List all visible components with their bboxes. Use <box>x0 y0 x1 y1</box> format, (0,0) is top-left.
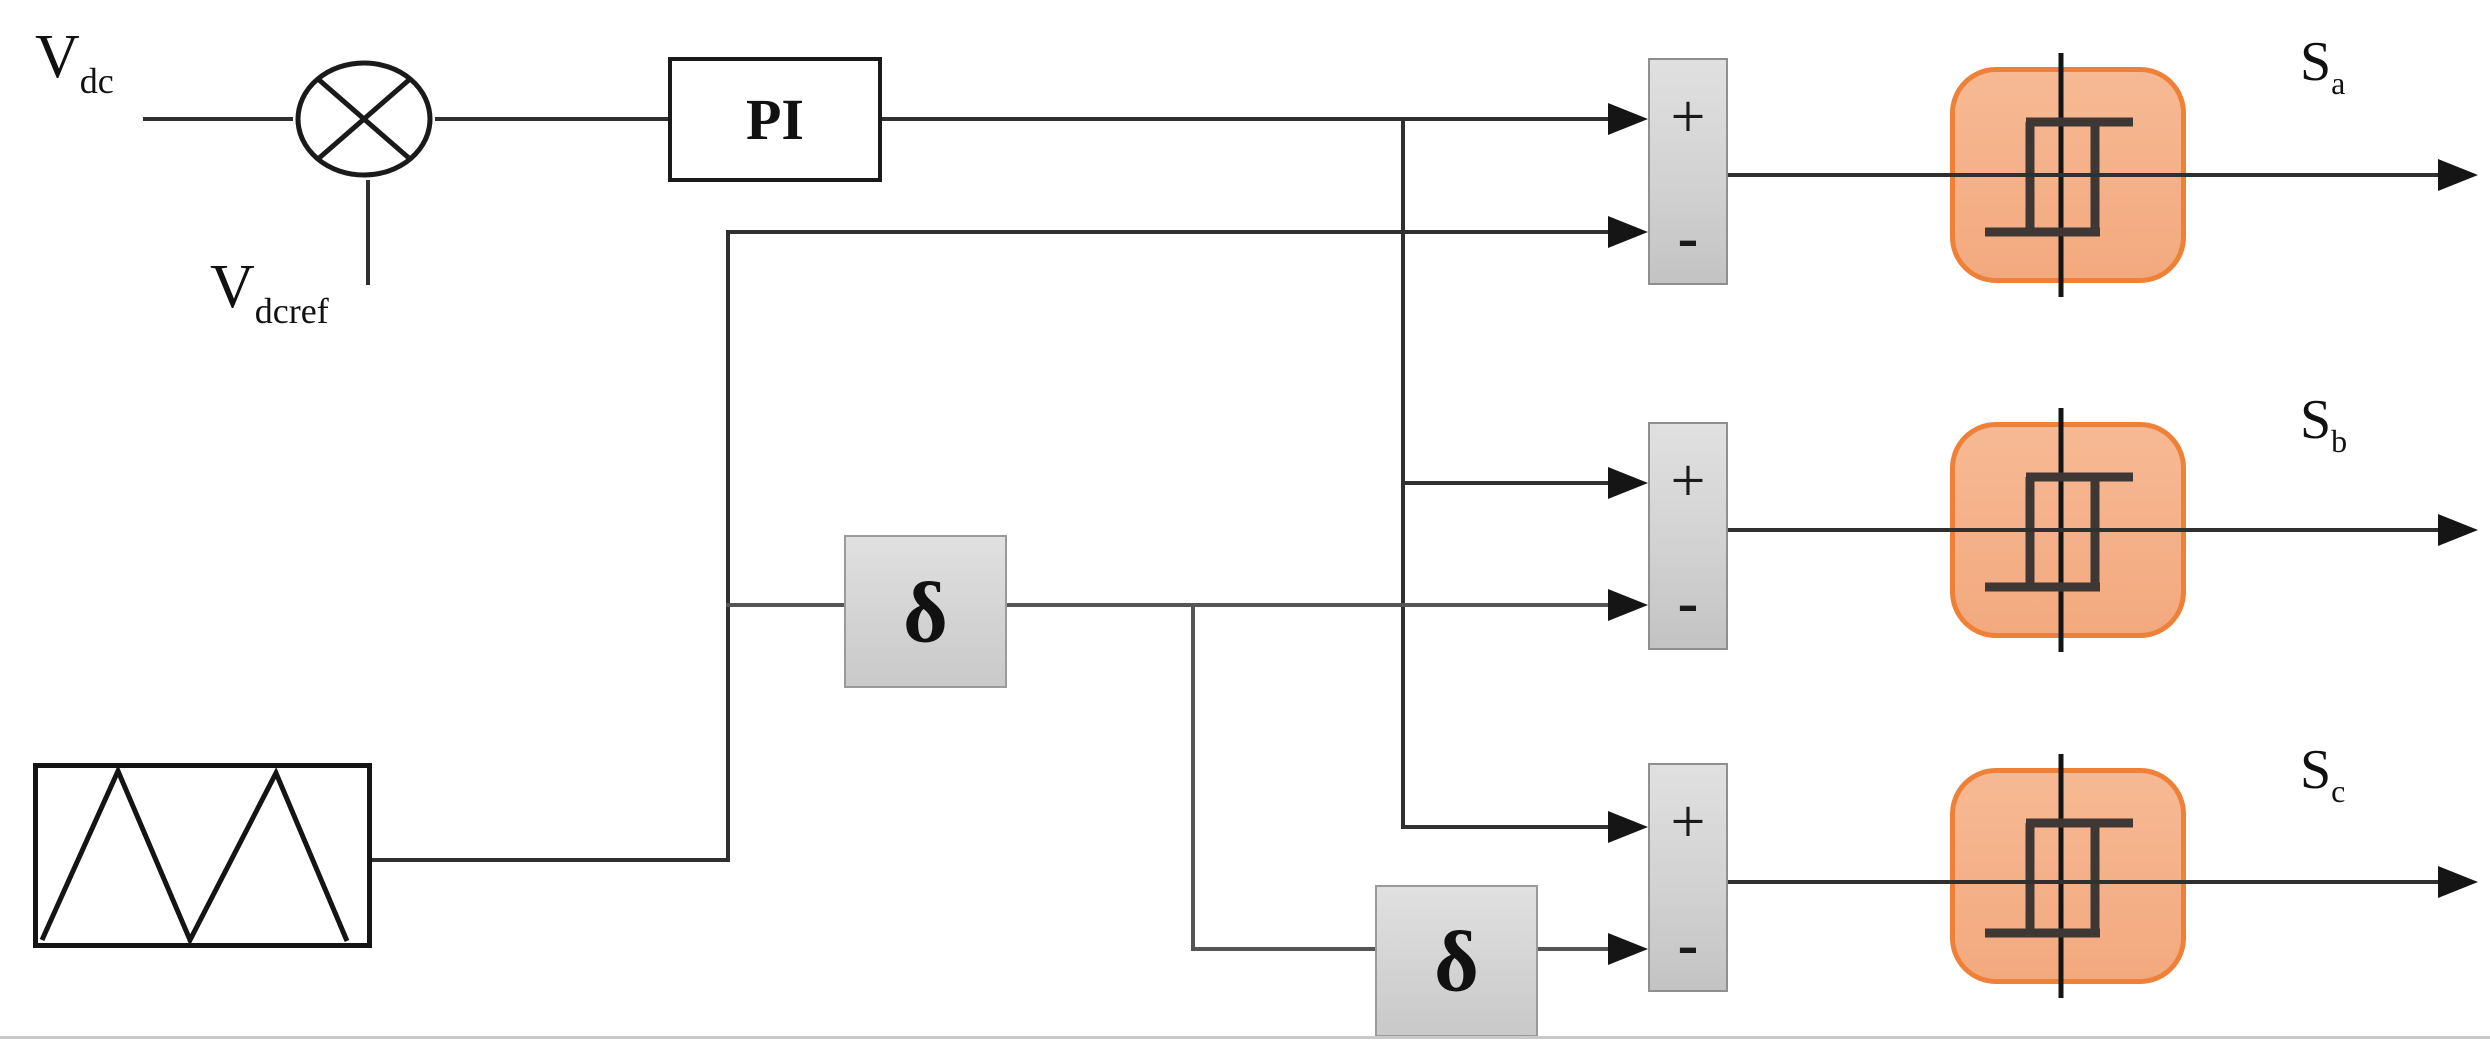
arrowhead-sum-a-minus <box>1608 216 1648 248</box>
wire-output-sa <box>1728 173 2438 177</box>
delta-2-label: δ <box>1434 913 1479 1009</box>
triangle-wave-icon <box>39 764 350 946</box>
arrowhead-output-sb <box>2438 514 2478 546</box>
vdcref-base: V <box>210 253 255 321</box>
wire-pi-branch-riser <box>1401 117 1405 829</box>
sb-subscript: b <box>2331 423 2348 459</box>
multiplier-icon <box>293 58 435 180</box>
wire-branch-sum-b-plus <box>1401 481 1612 485</box>
arrowhead-output-sa <box>2438 159 2478 191</box>
arrowhead-sum-b-plus <box>1608 467 1648 499</box>
pi-label: PI <box>746 87 804 152</box>
sum-c-plus-sign: + <box>1670 788 1706 856</box>
sum-b-minus-sign: - <box>1677 569 1699 637</box>
wire-vdc-input <box>143 117 293 121</box>
output-label-sc: Sc <box>2300 738 2345 810</box>
sc-base: S <box>2300 739 2332 801</box>
vdcref-subscript: dcref <box>254 291 329 331</box>
vdc-subscript: dc <box>79 61 114 101</box>
wire-branch-sum-c-plus <box>1401 825 1612 829</box>
delta-block-2: δ <box>1375 885 1538 1037</box>
triangle-wave-generator-block <box>33 763 372 948</box>
arrowhead-sum-c-minus <box>1608 933 1648 965</box>
hysteresis-block-c <box>1950 754 2186 998</box>
bottom-divider <box>0 1036 2490 1039</box>
wire-delta-1-output <box>1007 603 1612 607</box>
wire-delta-2-input <box>1191 947 1375 951</box>
pi-controller-block: PI <box>668 57 882 182</box>
output-label-sb: Sb <box>2300 388 2347 460</box>
sum-c-minus-sign: - <box>1677 911 1699 979</box>
summing-junction-a: + - <box>1648 58 1728 285</box>
wire-delta-2-output <box>1538 947 1612 951</box>
wire-multiplier-to-pi <box>435 117 668 121</box>
arrowhead-output-sc <box>2438 866 2478 898</box>
delta-1-label: δ <box>903 563 948 660</box>
arrowhead-sum-a-plus <box>1608 103 1648 135</box>
summing-junction-b: + - <box>1648 422 1728 650</box>
sa-base: S <box>2300 31 2332 93</box>
wire-output-sc <box>1728 880 2438 884</box>
wire-delta-2-riser <box>1191 603 1195 951</box>
arrowhead-sum-c-plus <box>1608 811 1648 843</box>
sum-a-plus-sign: + <box>1670 83 1706 151</box>
sum-b-plus-sign: + <box>1670 447 1706 515</box>
wire-delta-1-input <box>726 603 844 607</box>
sa-subscript: a <box>2331 65 2346 101</box>
sum-a-minus-sign: - <box>1677 204 1699 272</box>
output-label-sa: Sa <box>2300 30 2345 102</box>
arrowhead-sum-b-minus <box>1608 589 1648 621</box>
vdc-base: V <box>35 23 80 91</box>
vdcref-label: Vdcref <box>210 252 329 332</box>
delta-block-1: δ <box>844 535 1007 688</box>
sc-subscript: c <box>2331 773 2346 809</box>
wire-sum-a-minus-feed <box>726 230 1612 234</box>
wire-output-sb <box>1728 528 2438 532</box>
vdc-label: Vdc <box>35 22 114 102</box>
summing-junction-c: + - <box>1648 763 1728 992</box>
wire-vdcref-input <box>366 180 370 285</box>
sb-base: S <box>2300 389 2332 451</box>
wire-carrier-riser <box>726 230 730 862</box>
wire-pi-output <box>882 117 1612 121</box>
hysteresis-relay-icon <box>1985 754 2133 998</box>
wire-triangle-output <box>372 858 730 862</box>
